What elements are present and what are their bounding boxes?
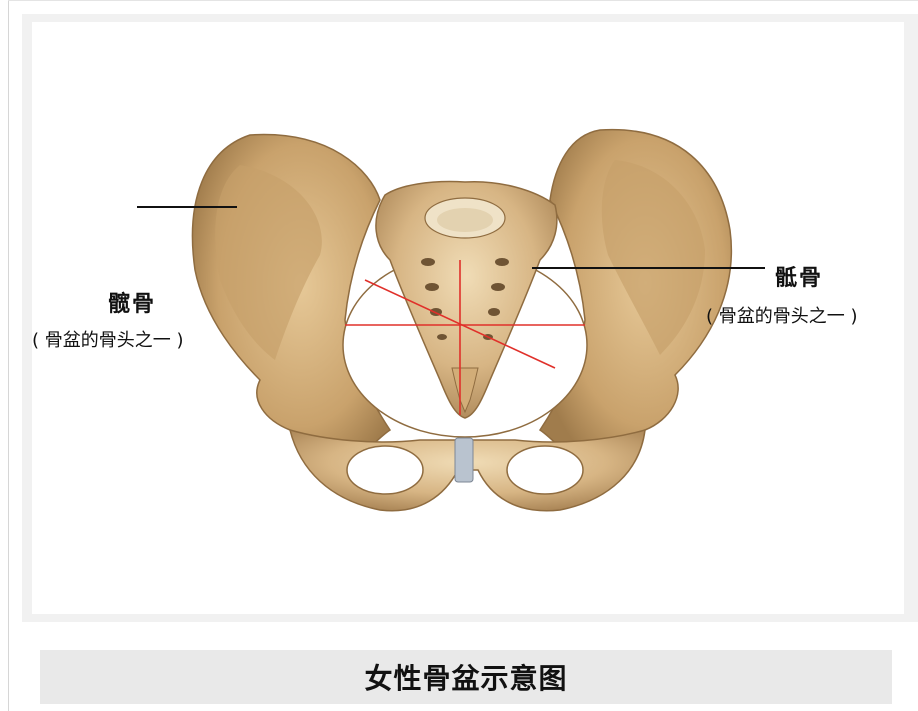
pubic-symphysis bbox=[455, 438, 473, 482]
caption-bar: 女性骨盆示意图 bbox=[40, 650, 892, 704]
right-obturator-foramen bbox=[507, 446, 583, 494]
ilium-label: 髋骨 bbox=[108, 286, 156, 318]
figure-caption: 女性骨盆示意图 bbox=[364, 657, 567, 697]
sacrum-note: ( 骨盆的骨头之一 ) bbox=[706, 302, 858, 328]
sacral-promontory-core bbox=[437, 208, 493, 232]
left-obturator-foramen bbox=[347, 446, 423, 494]
sacrum-label: 骶骨 bbox=[775, 260, 823, 292]
ilium-note: ( 骨盆的骨头之一 ) bbox=[32, 326, 184, 352]
